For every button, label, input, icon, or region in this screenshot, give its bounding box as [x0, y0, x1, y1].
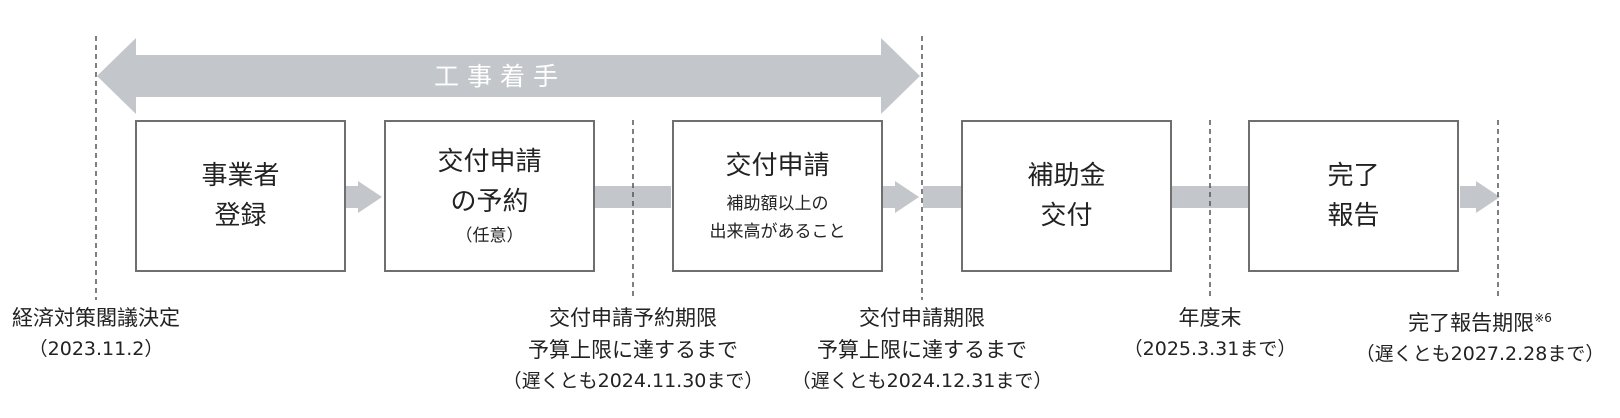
- box-title-line1: 事業者: [201, 161, 280, 191]
- milestone-reservation-deadline: 交付申請予約期限 予算上限に達するまで （遅くとも2024.11.30まで）: [503, 302, 764, 396]
- box-grant-application: 交付申請 補助額以上の 出来高があること: [672, 120, 883, 272]
- box-title-line2: 報告: [1327, 201, 1380, 231]
- flow-arrow-3: [895, 181, 919, 213]
- box-title-line1: 完了: [1327, 161, 1380, 191]
- flow-bar-6: [1460, 186, 1476, 208]
- flow-bar-4: [923, 186, 961, 208]
- box-title-line1: 交付申請: [725, 151, 830, 181]
- box-subsidy-grant: 補助金 交付: [961, 120, 1172, 272]
- flow-arrow-1: [358, 181, 382, 213]
- box-title-line2: 登録: [214, 201, 267, 231]
- box-title-line1: 交付申請: [437, 147, 542, 177]
- box-business-registration: 事業者 登録: [135, 120, 346, 272]
- milestone-date: （2023.11.2）: [28, 338, 164, 360]
- banner-label: 工事着手: [433, 62, 566, 91]
- box-application-reservation: 交付申請 の予約 （任意）: [384, 120, 595, 272]
- box-completion-report: 完了 報告: [1248, 120, 1459, 272]
- construction-start-banner-arrow: [97, 38, 920, 114]
- milestone-date: （遅くとも2024.12.31まで）: [791, 370, 1053, 392]
- box-note-line1: 補助額以上の: [726, 194, 829, 214]
- milestone-title: 交付申請期限: [858, 306, 985, 330]
- box-title-line1: 補助金: [1027, 161, 1106, 191]
- box-note: （任意）: [455, 226, 524, 246]
- milestone-condition: 予算上限に達するまで: [527, 338, 738, 362]
- box-title-line2: 交付: [1040, 201, 1093, 231]
- milestone-date: （2025.3.31まで）: [1123, 338, 1297, 360]
- milestone-date: （遅くとも2027.2.28まで）: [1355, 343, 1605, 365]
- footnote-marker: ※6: [1534, 311, 1552, 325]
- milestone-application-deadline: 交付申請期限 予算上限に達するまで （遅くとも2024.12.31まで）: [792, 302, 1053, 396]
- milestone-title: 完了報告期限※6: [1356, 302, 1605, 339]
- milestone-fiscal-year-end: 年度末 （2025.3.31まで）: [1124, 302, 1297, 364]
- flow-bar-3: [883, 186, 895, 208]
- milestone-title-text: 完了報告期限: [1408, 311, 1535, 335]
- flow-arrow-6: [1476, 181, 1500, 213]
- milestone-date: （遅くとも2024.11.30まで）: [502, 370, 764, 392]
- milestone-cabinet-decision: 経済対策閣議決定 （2023.11.2）: [12, 302, 180, 364]
- flow-bar-1: [346, 186, 358, 208]
- milestone-condition: 予算上限に達するまで: [816, 338, 1027, 362]
- milestone-title: 年度末: [1178, 306, 1242, 330]
- box-note-line2: 出来高があること: [709, 222, 846, 242]
- milestone-report-deadline: 完了報告期限※6 （遅くとも2027.2.28まで）: [1356, 302, 1605, 369]
- milestone-title: 交付申請予約期限: [548, 306, 717, 330]
- milestone-title: 経済対策閣議決定: [12, 306, 180, 330]
- box-title-line2: の予約: [450, 187, 529, 217]
